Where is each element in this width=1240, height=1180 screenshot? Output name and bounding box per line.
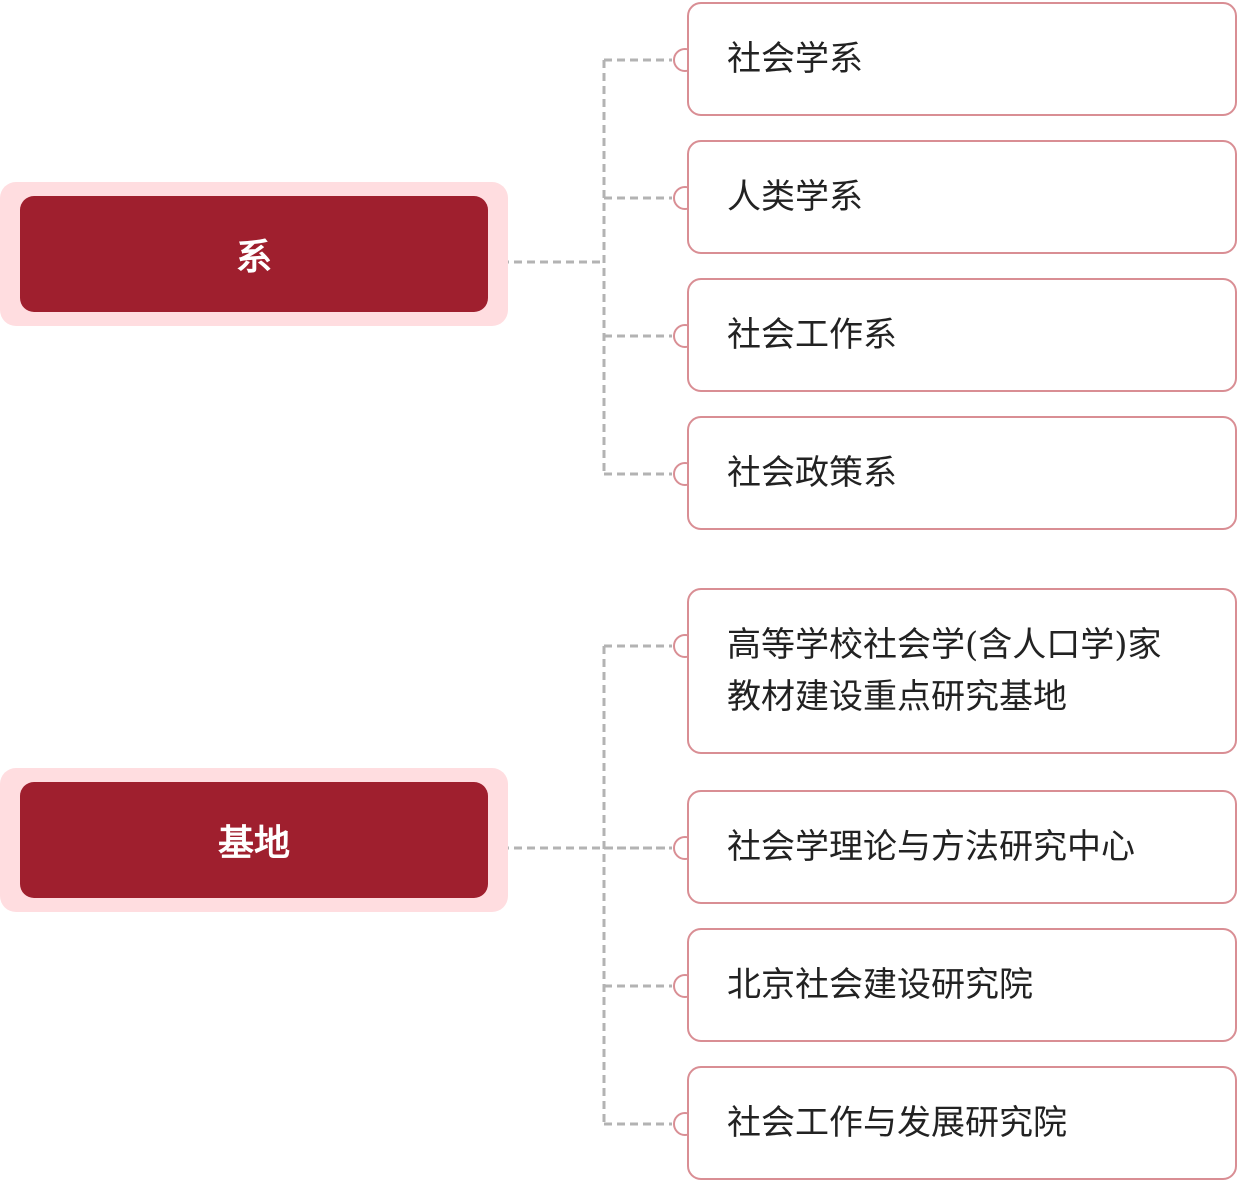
child-item[interactable]: 北京社会建设研究院 — [687, 928, 1237, 1042]
group-label: 基地 — [217, 822, 290, 864]
child-label: 人类学系 — [727, 177, 863, 217]
child-item[interactable]: 社会政策系 — [687, 416, 1237, 530]
child-label: 北京社会建设研究院 — [727, 965, 1033, 1005]
child-item[interactable]: 社会学系 — [687, 2, 1237, 116]
child-label: 高等学校社会学(含人口学)家教材建设重点研究基地 — [727, 625, 1162, 717]
group-departments-button[interactable]: 系 — [20, 196, 488, 312]
child-item[interactable]: 高等学校社会学(含人口学)家教材建设重点研究基地 — [687, 588, 1237, 754]
child-item[interactable]: 社会学理论与方法研究中心 — [687, 790, 1237, 904]
child-label: 社会工作与发展研究院 — [727, 1103, 1067, 1143]
child-label: 社会政策系 — [727, 453, 897, 493]
group-departments: 系 — [0, 182, 508, 326]
child-label: 社会工作系 — [727, 315, 897, 355]
child-item[interactable]: 社会工作系 — [687, 278, 1237, 392]
child-label: 社会学理论与方法研究中心 — [727, 827, 1135, 867]
group-label: 系 — [235, 236, 272, 278]
child-item[interactable]: 社会工作与发展研究院 — [687, 1066, 1237, 1180]
child-label: 社会学系 — [727, 39, 863, 79]
group-bases: 基地 — [0, 768, 508, 912]
group-bases-button[interactable]: 基地 — [20, 782, 488, 898]
child-item[interactable]: 人类学系 — [687, 140, 1237, 254]
